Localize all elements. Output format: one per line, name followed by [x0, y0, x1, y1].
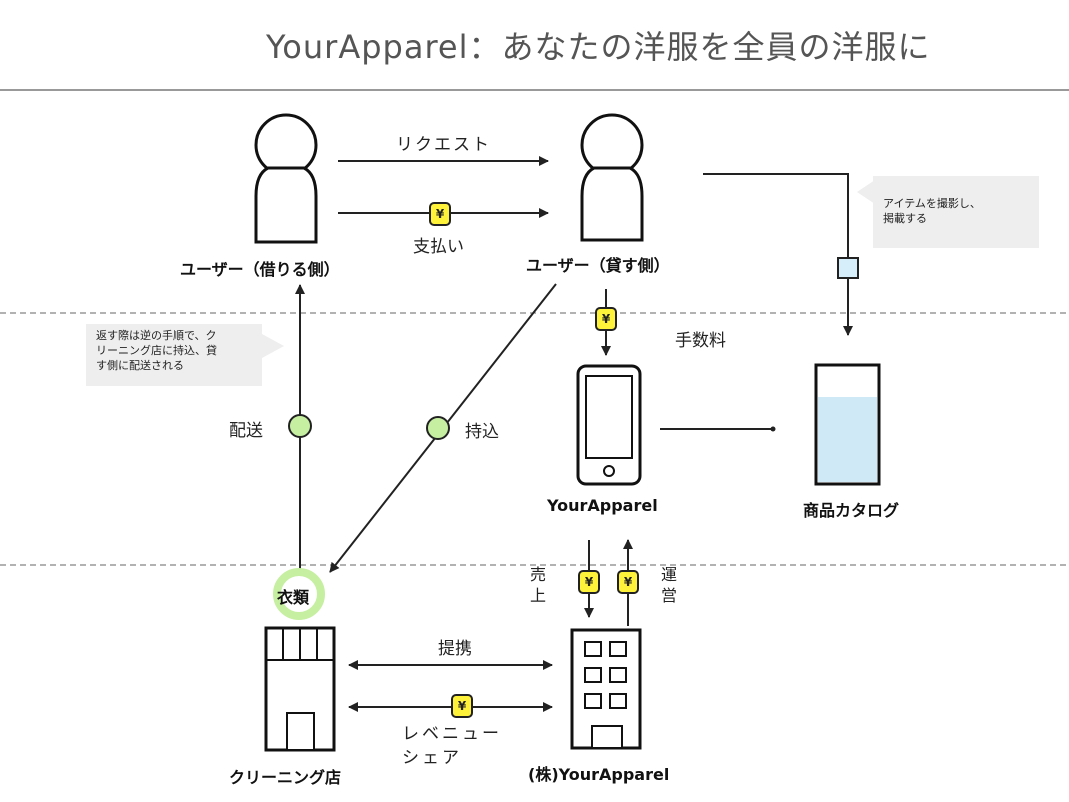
app-label: YourApparel: [547, 496, 658, 515]
borrower-person-icon: [254, 113, 318, 244]
return-note-pointer: [262, 334, 284, 358]
clothes-badge-icon: [273, 568, 325, 620]
photo-note: アイテムを撮影し、掲載する: [873, 176, 1039, 248]
photo-note-pointer: [857, 180, 875, 204]
request-label: リクエスト: [396, 135, 491, 155]
catalog-glass-icon: [814, 363, 881, 486]
fee-label: 手数料: [675, 331, 726, 351]
revenue-share-label-1: レベニュー: [402, 724, 502, 744]
partnership-label: 提携: [438, 639, 472, 659]
sales-yen-badge: ¥: [578, 570, 600, 594]
company-building-icon: [570, 628, 642, 750]
clothes-label: 衣類: [277, 588, 310, 607]
return-note: 返す際は逆の手順で、クリーニング店に持込、貸す側に配送される: [86, 324, 262, 386]
payment-yen-badge: ¥: [429, 202, 451, 226]
revenue-share-label-2: シェア: [402, 748, 462, 768]
lender-person-icon: [580, 113, 644, 242]
photo-path: [703, 173, 853, 336]
company-label: (株)YourApparel: [528, 765, 670, 784]
delivery-label: 配送: [229, 421, 263, 441]
lender-label: ユーザー（貸す側）: [526, 256, 670, 275]
bring-label: 持込: [465, 422, 499, 442]
payment-label: 支払い: [413, 237, 464, 257]
bring-circle: [426, 416, 450, 440]
operation-yen-badge: ¥: [617, 570, 639, 594]
cleaning-shop-label: クリーニング店: [229, 768, 342, 787]
operation-label: 運営: [660, 565, 677, 605]
page-title: YourApparel：あなたの洋服を全員の洋服に: [266, 28, 931, 66]
smartphone-icon: [576, 364, 642, 486]
delivery-circle: [288, 414, 312, 438]
photo-square: [837, 257, 859, 279]
borrower-label: ユーザー（借りる側）: [180, 260, 340, 279]
revenue-yen-badge: ¥: [451, 694, 473, 718]
catalog-label: 商品カタログ: [803, 501, 900, 520]
cleaning-shop-icon: [264, 626, 336, 752]
sales-label: 売上: [529, 565, 546, 605]
fee-yen-badge: ¥: [595, 307, 617, 331]
